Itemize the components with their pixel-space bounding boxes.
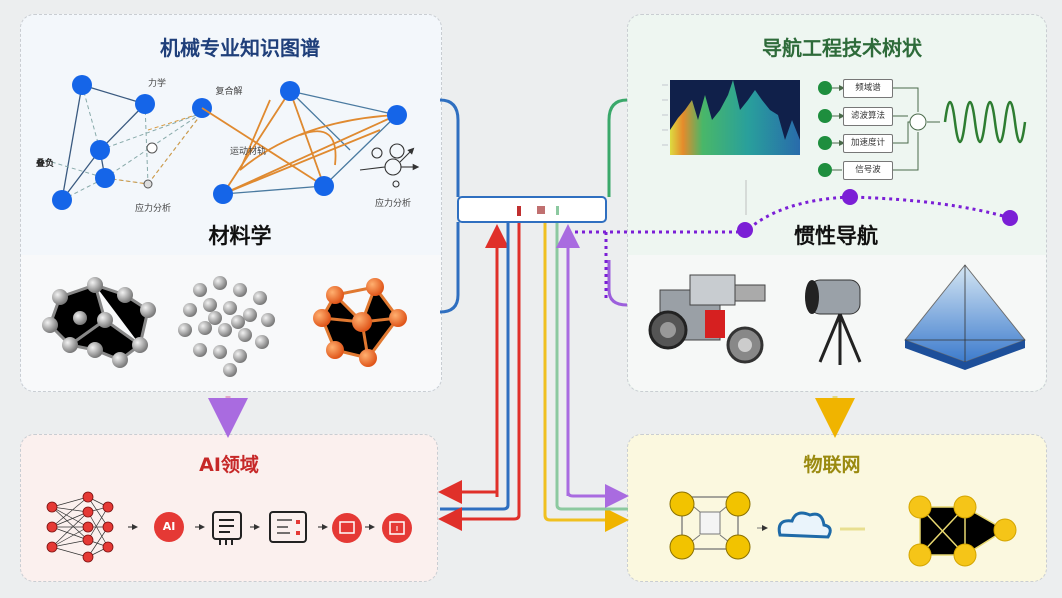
cloud-icon bbox=[777, 511, 832, 539]
storage-icon bbox=[332, 513, 362, 543]
molecule-orange bbox=[313, 278, 407, 367]
graph-label-stress-analysis: 应力分析 bbox=[134, 204, 172, 214]
ai-badge-label: AI bbox=[162, 520, 176, 533]
graph-label-stress-analysis-2: 应力分析 bbox=[374, 199, 412, 209]
knowledge-graph-right bbox=[201, 81, 420, 204]
hub-connectors bbox=[438, 98, 629, 532]
knowledge-graph-left bbox=[44, 75, 212, 210]
telescope-sensor-image bbox=[805, 279, 862, 365]
navigation-panel-title: 导航工程技术树状 bbox=[762, 36, 922, 60]
flow-box-signal: 信号波 bbox=[843, 161, 893, 180]
signal-flow-diagram bbox=[818, 81, 1027, 177]
chip-icon bbox=[212, 511, 242, 545]
graph-label-mechanics: 力学 bbox=[147, 79, 167, 89]
neural-network-icon bbox=[46, 491, 114, 563]
central-hub-box bbox=[457, 196, 607, 223]
graph-label-load: 叠负 bbox=[35, 159, 55, 169]
pyramid-model-image bbox=[904, 264, 1026, 370]
inertial-navigation-path bbox=[575, 189, 1018, 300]
iot-device-network bbox=[669, 491, 751, 560]
flow-box-accelerometer: 加速度计 bbox=[843, 134, 893, 153]
output-icon bbox=[382, 513, 412, 543]
document-panel-icon bbox=[269, 511, 307, 543]
sine-wave-icon bbox=[943, 100, 1027, 144]
ai-panel-title: AI领域 bbox=[199, 454, 259, 476]
mechanical-panel-title: 机械专业知识图谱 bbox=[160, 36, 320, 60]
materials-subtitle: 材料学 bbox=[208, 224, 272, 248]
spectrum-chart bbox=[662, 80, 800, 215]
flow-box-filter: 滤波算法 bbox=[843, 107, 893, 126]
gyroscope-machine-image bbox=[648, 274, 766, 364]
molecule-cluster-gray bbox=[178, 276, 275, 377]
ai-badge-icon bbox=[154, 512, 184, 542]
molecule-ring-gray bbox=[42, 277, 156, 368]
inertial-navigation-subtitle: 惯性导航 bbox=[794, 224, 878, 248]
stress-analysis-icon bbox=[359, 143, 420, 188]
flow-box-spectrum: 频域谱 bbox=[843, 79, 893, 98]
graph-label-composite: 复合解 bbox=[215, 87, 243, 97]
graph-label-motion: 运动材轨 bbox=[229, 147, 267, 157]
iot-node-graph bbox=[908, 495, 1017, 567]
iot-panel bbox=[627, 434, 1047, 582]
iot-panel-title: 物联网 bbox=[803, 454, 861, 476]
